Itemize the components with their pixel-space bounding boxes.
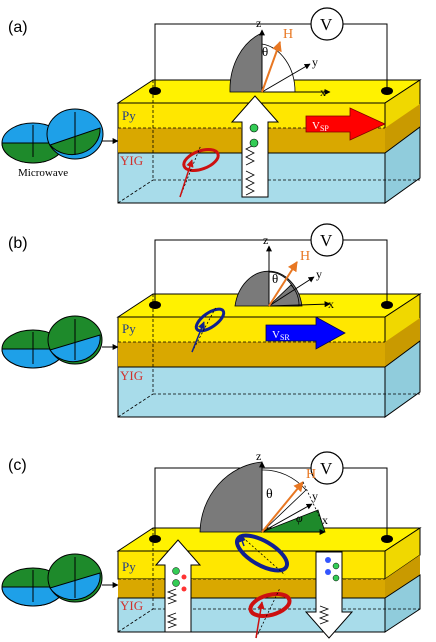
axis-x-label: x: [322, 513, 328, 527]
axis-z-label: z: [256, 16, 261, 30]
axis-x-label: x: [320, 85, 326, 99]
spin-electron-icon: [172, 579, 180, 587]
py-label: Py: [122, 559, 136, 574]
field-h-label: H: [306, 467, 316, 482]
field-h-label: H: [300, 249, 310, 264]
spin-blue-icon: [325, 557, 331, 563]
spin-red-icon: [181, 586, 187, 592]
sample-block: [116, 293, 422, 418]
voltmeter-label: V: [320, 459, 333, 478]
wire-right: [343, 239, 388, 305]
theta-label: θ: [266, 487, 273, 502]
wire-left: [154, 239, 311, 305]
vsp-arrow: [305, 107, 386, 141]
yig-label: YIG: [120, 368, 143, 383]
phi-label: φ: [296, 511, 303, 525]
panel-a: (a) Microwave: [1, 7, 422, 204]
precession-red: [248, 587, 292, 639]
spin-blue-icon: [325, 569, 331, 575]
field-h-label: H: [283, 27, 293, 42]
voltmeter-label: V: [320, 231, 333, 250]
voltmeter-icon: [310, 7, 344, 41]
spin-electron-icon: [332, 562, 340, 570]
sample-block: [116, 79, 422, 204]
theta-label: θ: [262, 44, 268, 59]
panel-tag: (b): [8, 235, 28, 252]
panel-c: (c) V: [1, 449, 422, 639]
precession-red: [179, 144, 220, 198]
spin-electron-icon: [172, 567, 180, 575]
coordinate-axes: [229, 29, 331, 95]
yig-label: YIG: [120, 153, 143, 168]
microwave-label: Microwave: [18, 167, 68, 179]
microwave-icon: [1, 108, 119, 164]
wire-right: [343, 467, 388, 539]
yig-label: YIG: [120, 598, 143, 613]
precession-blue: [191, 306, 226, 353]
precession-blue: [235, 533, 289, 576]
spin-red-icon: [181, 574, 187, 580]
spin-wave-icon: [245, 144, 255, 196]
py-label: Py: [122, 108, 136, 123]
axis-z-label: z: [256, 449, 261, 463]
axis-y-label: y: [312, 489, 318, 503]
wire-right: [343, 23, 388, 91]
spin-wave-icon: [166, 588, 178, 629]
microwave-icon: [1, 315, 119, 369]
spin-electron-icon: [249, 138, 259, 148]
py-label: Py: [122, 321, 136, 336]
spin-current-arrow-down: [304, 551, 354, 639]
panel-tag: (a): [8, 19, 28, 36]
axis-y-label: y: [316, 267, 322, 281]
vsr-arrow: [265, 316, 346, 350]
voltmeter-label: V: [320, 15, 333, 34]
spin-electron-icon: [332, 574, 340, 582]
theta-label: θ: [272, 271, 278, 286]
voltmeter-icon: [310, 223, 344, 257]
vsp-label: VSP: [312, 120, 329, 133]
coordinate-axes: [234, 245, 331, 308]
voltmeter-icon: [310, 451, 344, 485]
panel-tag: (c): [8, 457, 27, 474]
spin-electron-icon: [249, 123, 259, 133]
axis-y-label: y: [312, 55, 318, 69]
wire-left: [154, 23, 311, 91]
microwave-icon: [1, 553, 119, 607]
vsr-label: VSR: [272, 329, 290, 342]
axis-x-label: x: [328, 297, 334, 311]
panel-b: (b) V: [1, 223, 422, 418]
spin-wave-icon: [318, 605, 330, 625]
coordinate-axes: [199, 461, 326, 535]
axis-z-label: z: [263, 233, 268, 247]
